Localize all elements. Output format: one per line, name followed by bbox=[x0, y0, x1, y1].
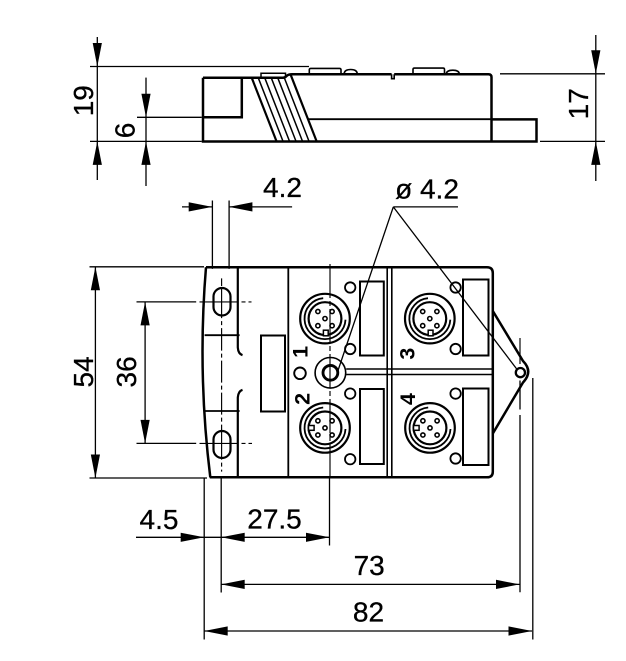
svg-text:54: 54 bbox=[68, 356, 99, 387]
svg-text:17: 17 bbox=[563, 88, 594, 119]
svg-text:2: 2 bbox=[290, 393, 314, 405]
svg-text:3: 3 bbox=[396, 348, 420, 360]
svg-text:36: 36 bbox=[111, 356, 142, 387]
svg-text:4.5: 4.5 bbox=[140, 504, 179, 535]
svg-text:1: 1 bbox=[289, 346, 313, 358]
svg-text:82: 82 bbox=[353, 597, 384, 628]
svg-text:4.2: 4.2 bbox=[263, 172, 302, 203]
svg-text:6: 6 bbox=[110, 123, 141, 139]
svg-text:19: 19 bbox=[68, 85, 99, 116]
svg-text:73: 73 bbox=[354, 550, 385, 581]
svg-text:4: 4 bbox=[396, 393, 420, 405]
svg-text:27.5: 27.5 bbox=[247, 503, 302, 534]
svg-text:ø 4.2: ø 4.2 bbox=[395, 174, 459, 205]
